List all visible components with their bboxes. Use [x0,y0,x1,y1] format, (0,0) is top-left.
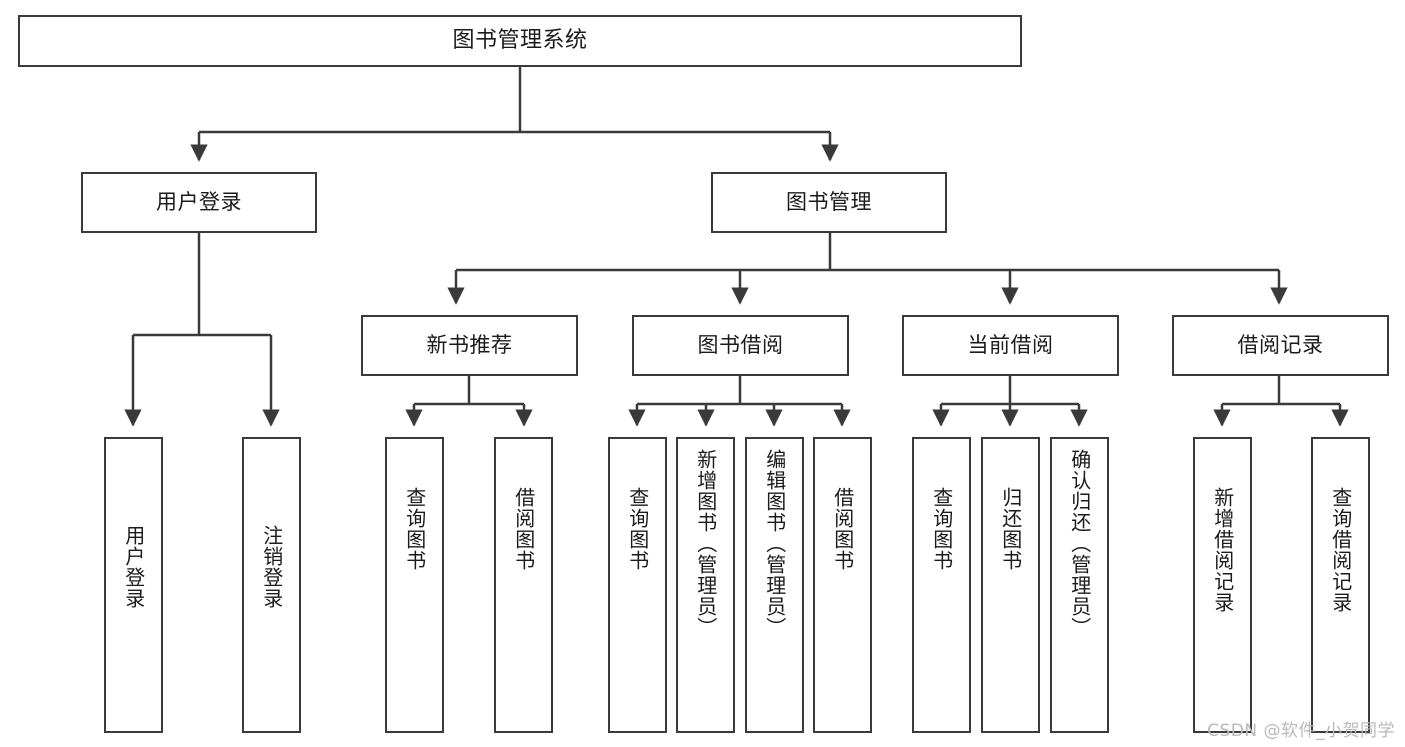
node-label: 查询图书 [625,487,650,571]
node-label: 图书借阅 [697,332,784,357]
leaf-current-query-book[interactable]: 查询图书 [912,437,971,733]
node-label: 编辑图书（管理员） [762,449,787,638]
node-root-system[interactable]: 图书管理系统 [18,15,1022,67]
node-label: 新增图书（管理员） [693,449,718,638]
node-label: 查询借阅记录 [1328,487,1353,613]
node-label: 归还图书 [998,487,1023,571]
node-label: 借阅记录 [1237,332,1324,357]
node-label: 当前借阅 [967,332,1054,357]
node-book-management[interactable]: 图书管理 [711,172,947,233]
node-label: 借阅图书 [511,487,536,571]
node-label: 图书管理 [786,189,872,214]
node-label: 确认归还（管理员） [1067,449,1092,638]
node-label: 借阅图书 [830,487,855,571]
node-label: 查询图书 [402,487,427,571]
leaf-record-add-record[interactable]: 新增借阅记录 [1193,437,1252,733]
leaf-user-login[interactable]: 用户登录 [104,437,163,733]
node-new-book-recommend[interactable]: 新书推荐 [361,315,578,376]
leaf-recommend-query-book[interactable]: 查询图书 [385,437,444,733]
leaf-record-query-record[interactable]: 查询借阅记录 [1311,437,1370,733]
node-borrow-record[interactable]: 借阅记录 [1172,315,1389,376]
leaf-borrow-edit-book-admin[interactable]: 编辑图书（管理员） [745,437,804,733]
leaf-recommend-borrow-book[interactable]: 借阅图书 [494,437,553,733]
node-label: 新增借阅记录 [1210,487,1235,613]
node-book-borrow[interactable]: 图书借阅 [632,315,849,376]
leaf-borrow-add-book-admin[interactable]: 新增图书（管理员） [676,437,735,733]
node-label: 查询图书 [929,487,954,571]
leaf-user-logout[interactable]: 注销登录 [242,437,301,733]
node-label: 注销登录 [259,525,284,609]
node-label: 用户登录 [156,189,242,214]
node-current-borrow[interactable]: 当前借阅 [902,315,1119,376]
leaf-borrow-borrow-book[interactable]: 借阅图书 [813,437,872,733]
leaf-borrow-query-book[interactable]: 查询图书 [608,437,667,733]
leaf-current-confirm-return-admin[interactable]: 确认归还（管理员） [1050,437,1109,733]
node-label: 新书推荐 [426,332,513,357]
leaf-current-return-book[interactable]: 归还图书 [981,437,1040,733]
csdn-watermark: CSDN @软件_小贺同学 [1207,721,1395,741]
node-user-login[interactable]: 用户登录 [81,172,317,233]
node-label: 用户登录 [121,525,146,609]
node-label: 图书管理系统 [452,27,588,53]
